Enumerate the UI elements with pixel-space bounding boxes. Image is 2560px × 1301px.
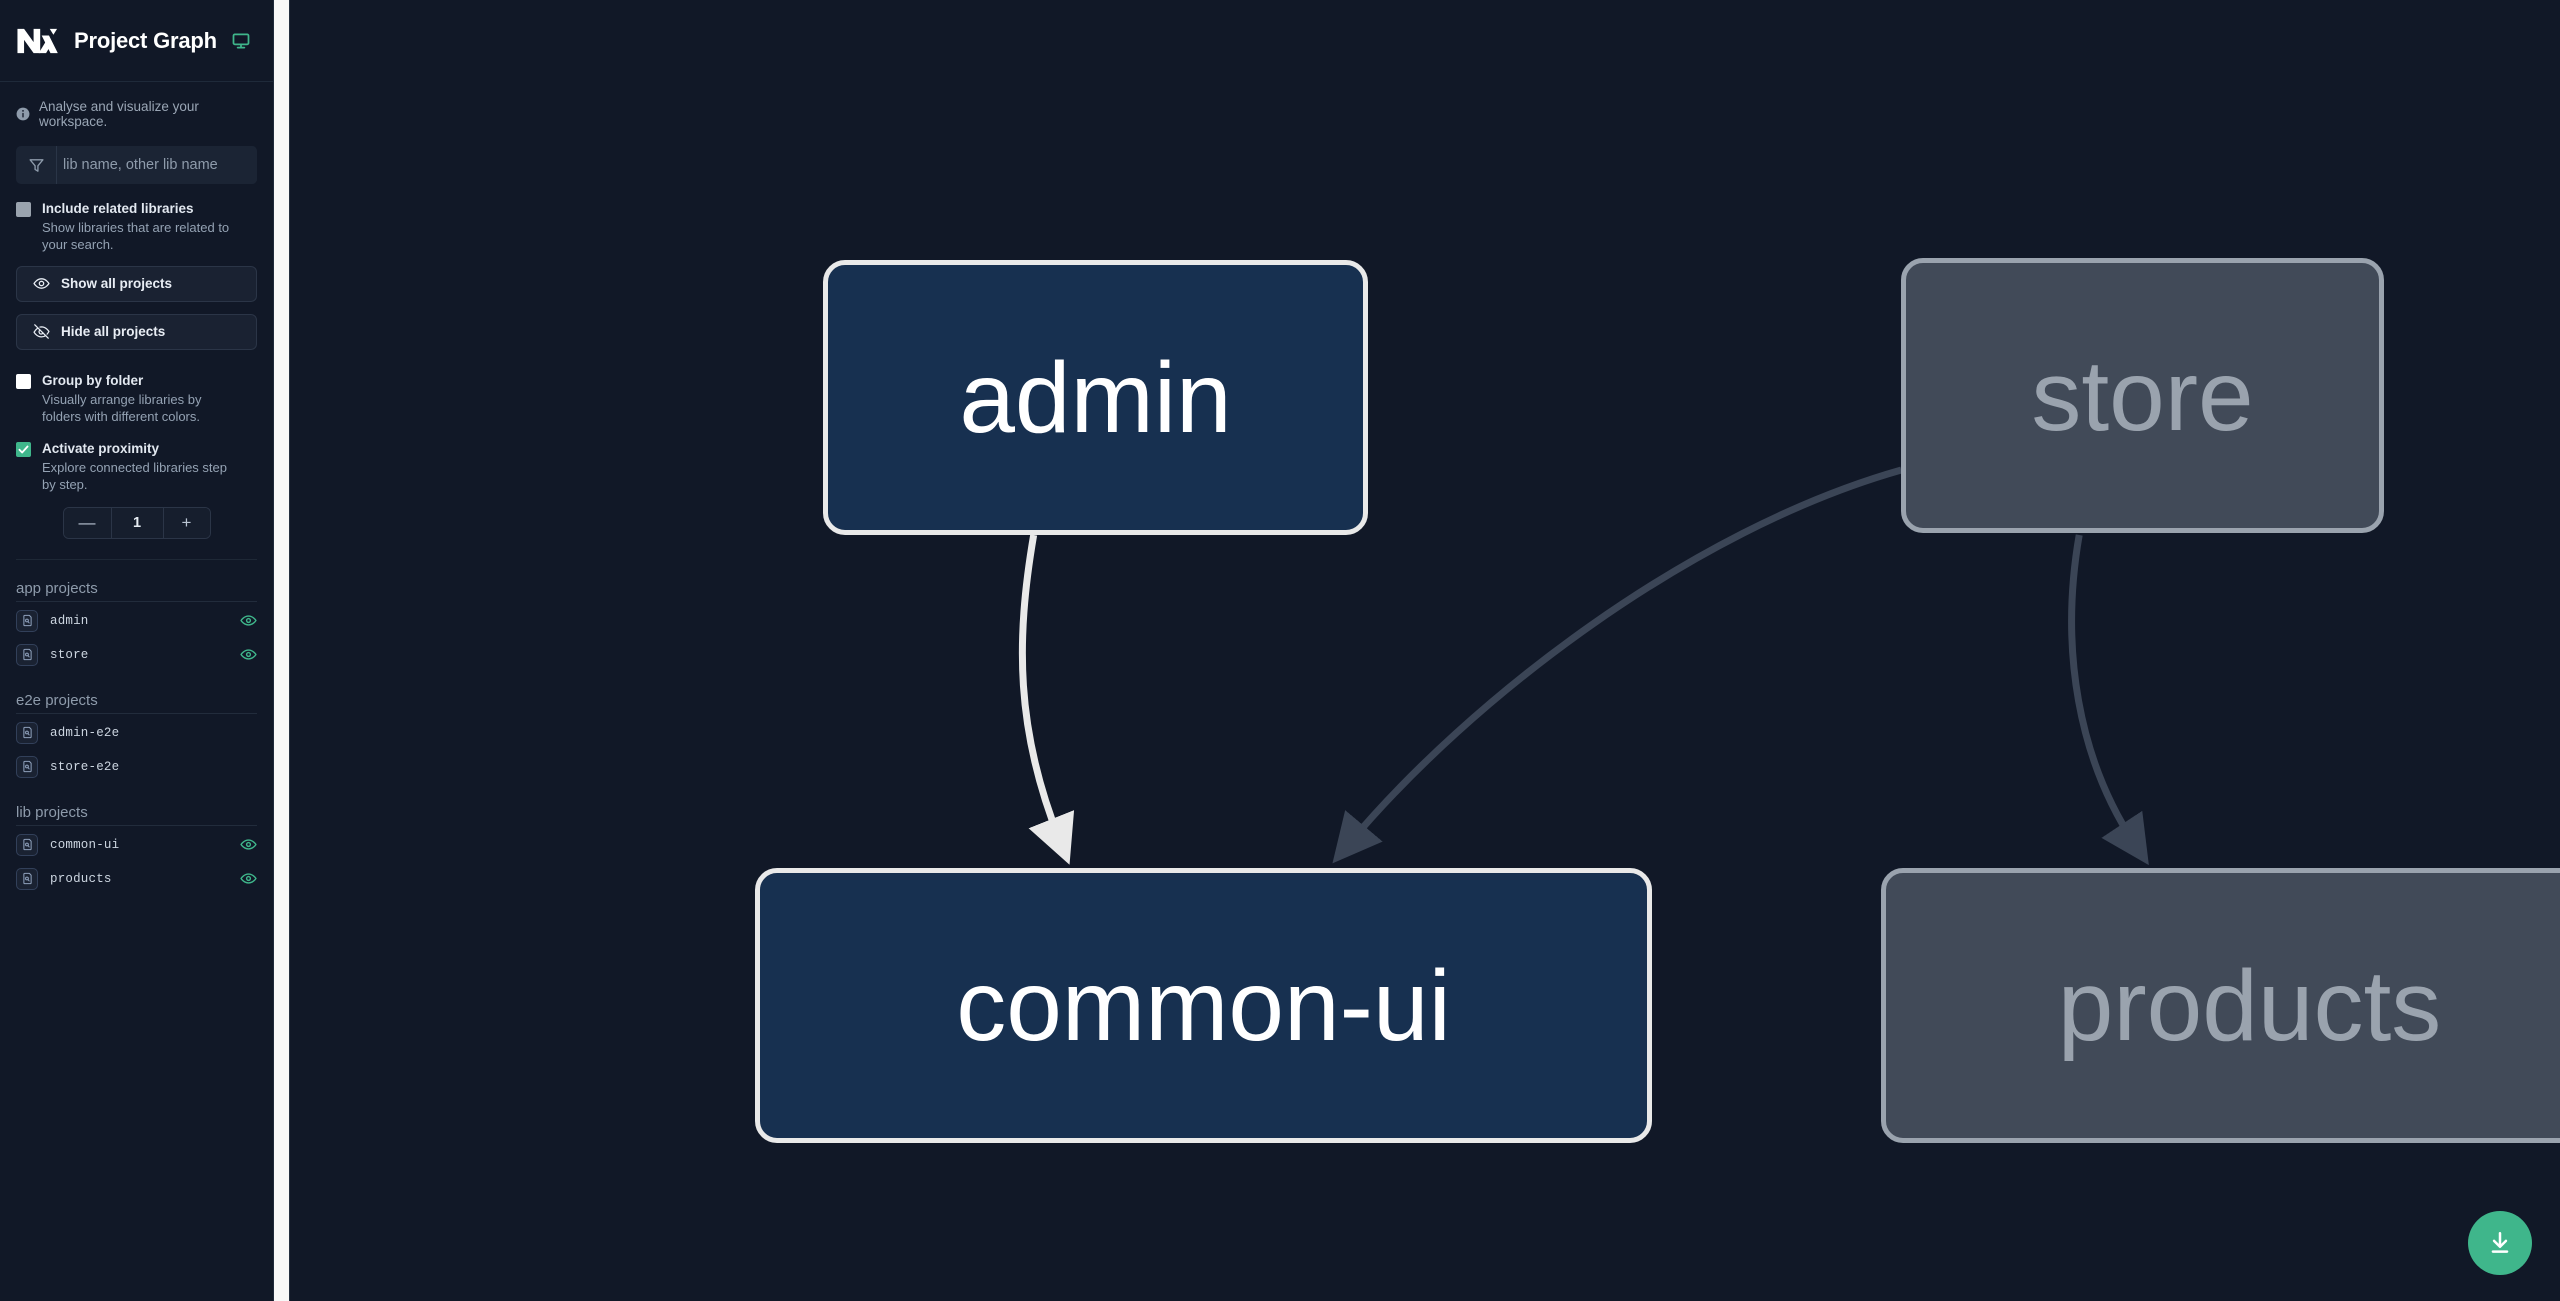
- proximity-value: 1: [110, 507, 163, 538]
- option-activate-proximity[interactable]: Activate proximity Explore connected lib…: [16, 440, 257, 494]
- graph-node-common-ui[interactable]: common-ui: [755, 868, 1652, 1143]
- proximity-stepper: — 1 +: [16, 506, 257, 539]
- download-icon: [2487, 1230, 2513, 1256]
- graph-canvas[interactable]: admin store common-ui products: [289, 0, 2560, 1301]
- graph-edges: [1018, 466, 2149, 866]
- project-list-item[interactable]: common-ui: [16, 828, 257, 862]
- project-list-item[interactable]: admin-e2e: [16, 716, 257, 750]
- project-list-item[interactable]: admin: [16, 604, 257, 638]
- tagline-text: Analyse and visualize your workspace.: [39, 99, 199, 129]
- project-file-icon: [16, 755, 38, 778]
- hide-all-projects-button[interactable]: Hide all projects: [16, 313, 257, 350]
- edge-admin-to-common-ui: [1018, 534, 1075, 865]
- project-file-icon: [16, 833, 38, 856]
- option-group-by-folder[interactable]: Group by folder Visually arrange librari…: [16, 372, 257, 426]
- option-desc: Show libraries that are related to your …: [42, 220, 230, 253]
- project-file-icon: [16, 609, 38, 632]
- graph-node-label: products: [2057, 949, 2442, 1062]
- project-visible-eye-icon[interactable]: [240, 836, 257, 853]
- tagline: Analyse and visualize your workspace.: [0, 82, 273, 129]
- project-group-title: e2e projects: [16, 691, 98, 709]
- sidebar-scrollbar[interactable]: [273, 0, 289, 1301]
- edge-store-to-products: [2068, 534, 2149, 866]
- show-all-projects-label: Show all projects: [61, 276, 173, 292]
- sidebar-divider: [16, 558, 257, 560]
- project-name: admin-e2e: [50, 725, 120, 740]
- edge-store-to-common-ui: [1332, 466, 1903, 864]
- project-file-icon: [16, 643, 38, 666]
- graph-node-products[interactable]: products: [1881, 868, 2560, 1143]
- info-icon: [16, 107, 30, 121]
- eye-off-icon: [33, 323, 50, 340]
- filter-funnel-icon: [16, 146, 56, 184]
- project-list-item[interactable]: products: [16, 862, 257, 896]
- sidebar-body: Include related libraries Show libraries…: [0, 146, 273, 896]
- project-file-icon: [16, 867, 38, 890]
- graph-node-label: admin: [959, 341, 1232, 454]
- graph-node-admin[interactable]: admin: [823, 260, 1368, 535]
- project-file-icon: [16, 721, 38, 744]
- option-include-related-libraries[interactable]: Include related libraries Show libraries…: [16, 200, 257, 254]
- graph-node-label: common-ui: [956, 949, 1451, 1062]
- project-name: common-ui: [50, 837, 120, 852]
- graph-node-label: store: [2031, 339, 2254, 452]
- project-list-item[interactable]: store: [16, 638, 257, 672]
- project-name: store: [50, 647, 89, 662]
- sidebar: Project Graph Analyse and visualize your…: [0, 0, 273, 1301]
- option-title: Activate proximity: [42, 441, 160, 457]
- sidebar-header: Project Graph: [0, 0, 273, 82]
- show-all-projects-button[interactable]: Show all projects: [16, 265, 257, 302]
- option-desc: Visually arrange libraries by folders wi…: [42, 391, 202, 424]
- hide-all-projects-label: Hide all projects: [61, 324, 166, 340]
- option-title: Include related libraries: [42, 201, 194, 216]
- group-by-folder-checkbox[interactable]: [16, 373, 31, 389]
- project-name: admin: [50, 613, 89, 628]
- project-group-rule: [16, 600, 257, 602]
- eye-icon: [33, 275, 50, 292]
- project-name: store-e2e: [50, 759, 120, 774]
- project-visible-eye-icon[interactable]: [240, 646, 257, 663]
- option-title: Group by folder: [42, 372, 144, 388]
- page-title: Project Graph: [74, 27, 217, 53]
- proximity-decrement-button[interactable]: —: [63, 507, 111, 538]
- project-groups: app projects admin store e2e projects admin-…: [16, 560, 257, 896]
- project-group-title: lib projects: [16, 803, 88, 821]
- project-group-title: app projects: [16, 579, 98, 597]
- activate-proximity-checkbox[interactable]: [16, 442, 31, 458]
- download-graph-button[interactable]: [2468, 1211, 2532, 1275]
- project-group-rule: [16, 712, 257, 714]
- search-row[interactable]: [16, 146, 257, 184]
- project-list-item[interactable]: store-e2e: [16, 750, 257, 784]
- include-related-libraries-checkbox[interactable]: [16, 202, 31, 217]
- option-desc: Explore connected libraries step by step…: [42, 460, 227, 493]
- proximity-increment-button[interactable]: +: [162, 507, 210, 538]
- nx-logo-icon: [16, 24, 60, 58]
- project-group-rule: [16, 824, 257, 826]
- search-input[interactable]: [56, 146, 257, 184]
- project-visible-eye-icon[interactable]: [240, 612, 257, 629]
- project-name: products: [50, 871, 112, 886]
- project-visible-eye-icon[interactable]: [240, 870, 257, 887]
- monitor-icon[interactable]: [231, 31, 251, 51]
- graph-node-store[interactable]: store: [1901, 258, 2384, 533]
